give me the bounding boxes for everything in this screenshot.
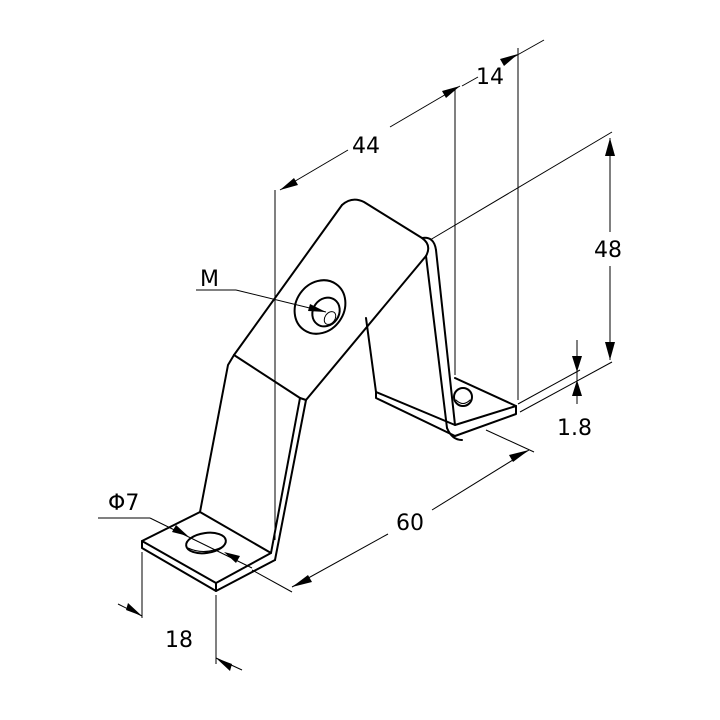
dimension-height-value: 48 [594,238,622,263]
incline-plate-bend [421,236,437,251]
right-leg-back [425,255,448,429]
left-foot-hole-depth [187,545,225,552]
dimension-length: 60 [251,429,535,593]
left-wall-front [270,397,301,554]
thread-label: M [200,267,219,292]
right-foot-top [375,391,517,426]
left-wall-top-edge [233,354,301,399]
left-wall-front-inner [274,399,307,561]
right-foot-hole [453,387,473,407]
left-foot-edge-right [215,559,276,592]
thread-callout: M [196,267,327,313]
dimension-upper-length: 44 [274,85,461,540]
dimension-thickness: 1.8 [517,340,592,441]
right-leg-inner [365,317,377,393]
left-wall-outer [199,354,235,513]
bracket-part [141,198,517,592]
right-foot-side [446,427,463,441]
dimension-width-value: 18 [165,628,193,653]
dimension-hole-diameter-value: Φ7 [108,491,139,516]
incline-plate-fold [299,397,307,401]
right-foot-hole-depth [455,399,471,404]
dimension-length-value: 60 [396,511,424,536]
countersink-hole-inner [311,296,341,328]
dimension-hole-diameter: Φ7 [98,491,253,569]
right-leg-outer [435,249,456,426]
dimension-height: 48 [429,131,622,413]
dimension-upper-length-value: 44 [352,134,380,159]
right-foot-back [454,377,517,407]
dimension-offset-value: 14 [476,65,504,90]
left-foot-edge [141,540,217,592]
left-foot-hole [185,531,227,555]
countersink-hole-bore [323,311,337,325]
dimension-offset: 14 [461,39,545,400]
incline-plate-left [233,204,343,356]
dimension-thickness-value: 1.8 [557,416,592,441]
dimension-width: 18 [117,552,243,671]
countersink-hole-outer [293,279,347,335]
right-foot-edge [375,391,517,437]
